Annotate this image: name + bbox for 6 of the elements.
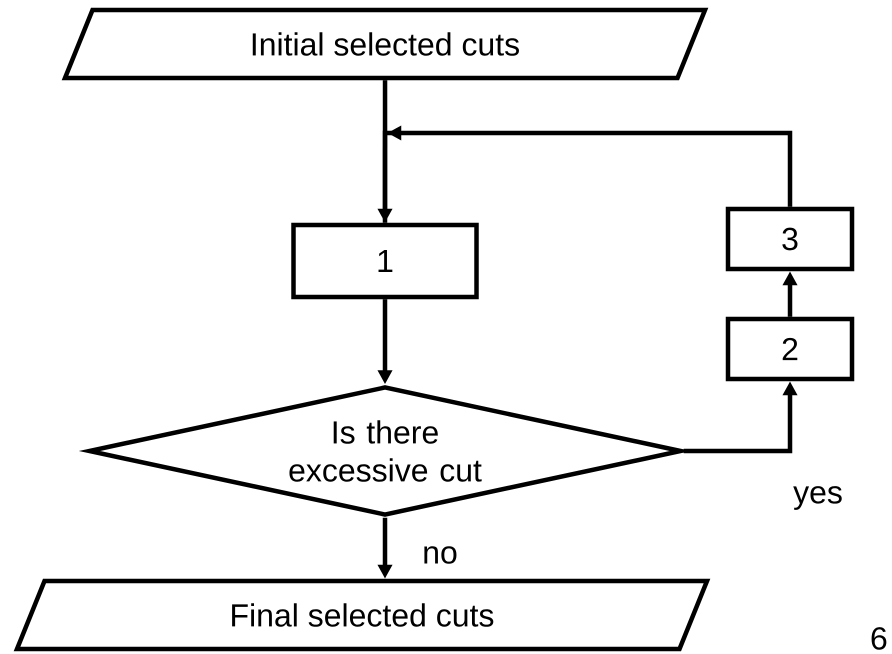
edge-label: yes	[793, 486, 842, 510]
process-box: 2	[726, 316, 854, 382]
process-box: 3	[726, 206, 854, 272]
page-number: 6	[872, 627, 886, 650]
process-box: 1	[291, 222, 479, 300]
edge-label: no	[424, 546, 456, 564]
